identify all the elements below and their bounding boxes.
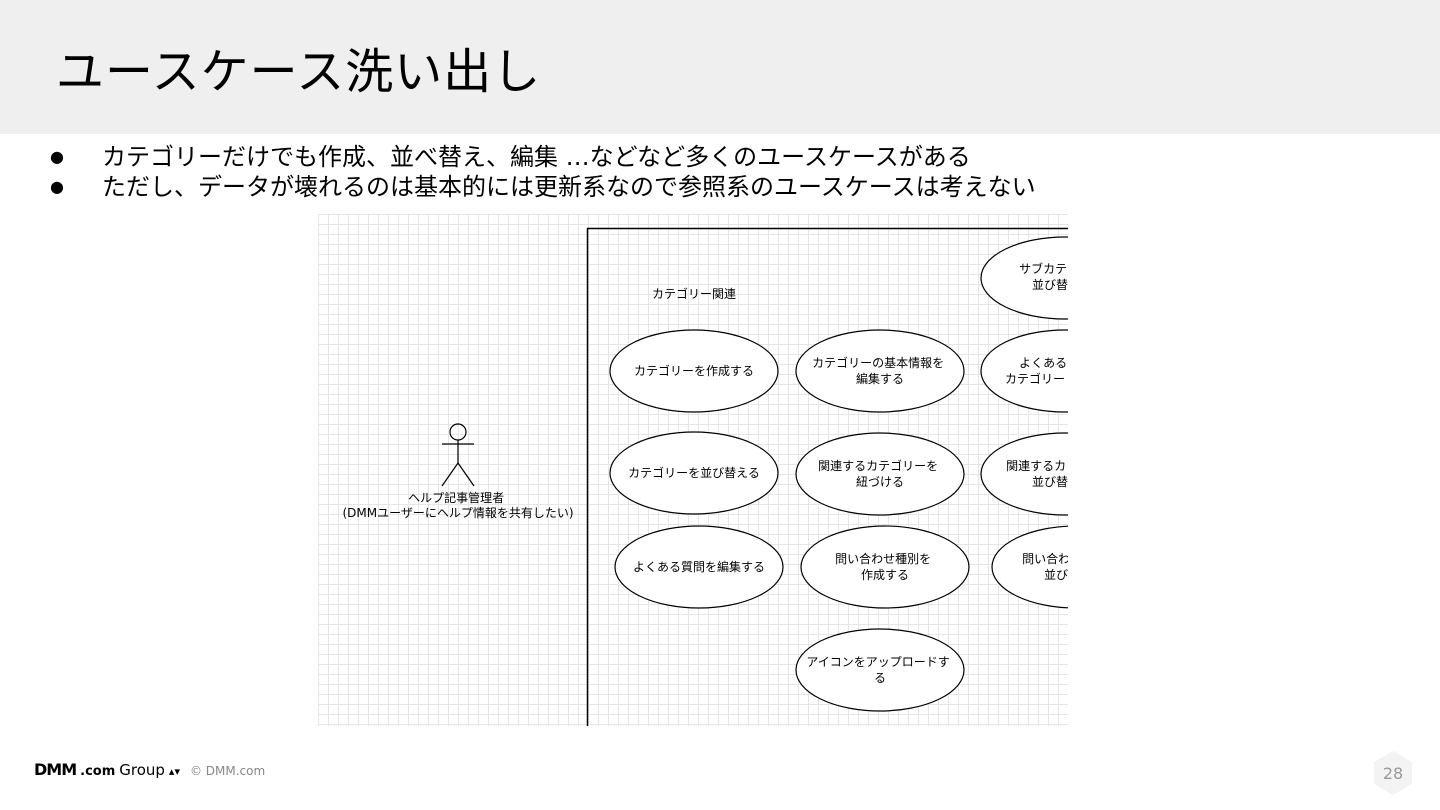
- bullet-item: カテゴリーだけでも作成、並べ替え、編集 …などなど多くのユースケースがある: [50, 142, 1036, 172]
- svg-text:アイコンをアップロードす る: アイコンをアップロードす る: [806, 655, 953, 685]
- logo-group-text: Group: [119, 761, 165, 779]
- usecase-ellipse: カテゴリーの基本情報を 編集する: [795, 329, 965, 413]
- bullet-item: ただし、データが壊れるのは基本的には更新系なので参照系のユースケースは考えない: [50, 172, 1036, 202]
- svg-text:カテゴリーを並び替える: カテゴリーを並び替える: [628, 465, 760, 480]
- usecase-ellipse: カテゴリーを作成する: [609, 329, 779, 413]
- svg-text:関連するカテゴリーを 紐づける: 関連するカテゴリーを 紐づける: [818, 458, 942, 489]
- usecase-ellipse: カテゴリーを並び替える: [609, 431, 779, 515]
- logo-mark-icon: ▴▾: [168, 765, 180, 778]
- svg-text:問い合わせ種別を 作成する: 問い合わせ種別を 作成する: [835, 551, 935, 582]
- usecase-ellipse: よくある カテゴリー: [980, 329, 1068, 413]
- actor-label: ヘルプ記事管理者 (DMMユーザーにヘルプ情報を共有したい): [342, 490, 573, 520]
- svg-text:サブカテ 並び替: サブカテ 並び替: [1019, 261, 1068, 292]
- usecase-ellipse: よくある質問を編集する: [614, 525, 784, 609]
- hexagon-icon: [1374, 751, 1412, 795]
- logo-dmm-text: DMM: [34, 760, 77, 779]
- use-case-diagram: カテゴリー関連 ヘルプ記事管理者 (DMMユーザーにヘルプ情報を共有したい) カ…: [318, 214, 1068, 726]
- actor-stick-figure: [441, 423, 475, 487]
- copyright-text: © DMM.com: [189, 764, 266, 778]
- svg-text:よくある質問を編集する: よくある質問を編集する: [633, 559, 765, 574]
- header-band: ユースケース洗い出し: [0, 0, 1440, 134]
- logo-com-text: .com: [80, 764, 116, 779]
- system-boundary: [586, 227, 1068, 726]
- usecase-ellipse: アイコンをアップロードす る: [795, 628, 965, 712]
- boundary-label: カテゴリー関連: [652, 286, 736, 301]
- svg-text:よくある カテゴリー: よくある カテゴリー: [1005, 356, 1068, 386]
- svg-text:問い合わ 並び: 問い合わ 並び: [1022, 551, 1068, 582]
- usecase-ellipse: 関連するカ 並び替: [980, 432, 1068, 516]
- svg-text:カテゴリーの基本情報を 編集する: カテゴリーの基本情報を 編集する: [812, 355, 948, 386]
- bullet-list: カテゴリーだけでも作成、並べ替え、編集 …などなど多くのユースケースがある ただ…: [50, 142, 1036, 202]
- diagram-canvas: カテゴリー関連 ヘルプ記事管理者 (DMMユーザーにヘルプ情報を共有したい) カ…: [342, 227, 1068, 726]
- usecase-ellipse: 問い合わ 並び: [991, 525, 1068, 609]
- page-number-badge: 28: [1373, 750, 1413, 796]
- usecase-ellipse: 関連するカテゴリーを 紐づける: [795, 432, 965, 516]
- svg-text:カテゴリーを作成する: カテゴリーを作成する: [634, 363, 754, 378]
- svg-text:関連するカ 並び替: 関連するカ 並び替: [1006, 459, 1068, 489]
- page-number: 28: [1382, 763, 1404, 783]
- usecase-ellipse: サブカテ 並び替: [980, 236, 1068, 320]
- page-title: ユースケース洗い出し: [56, 44, 542, 100]
- usecase-ellipse: 問い合わせ種別を 作成する: [800, 525, 970, 609]
